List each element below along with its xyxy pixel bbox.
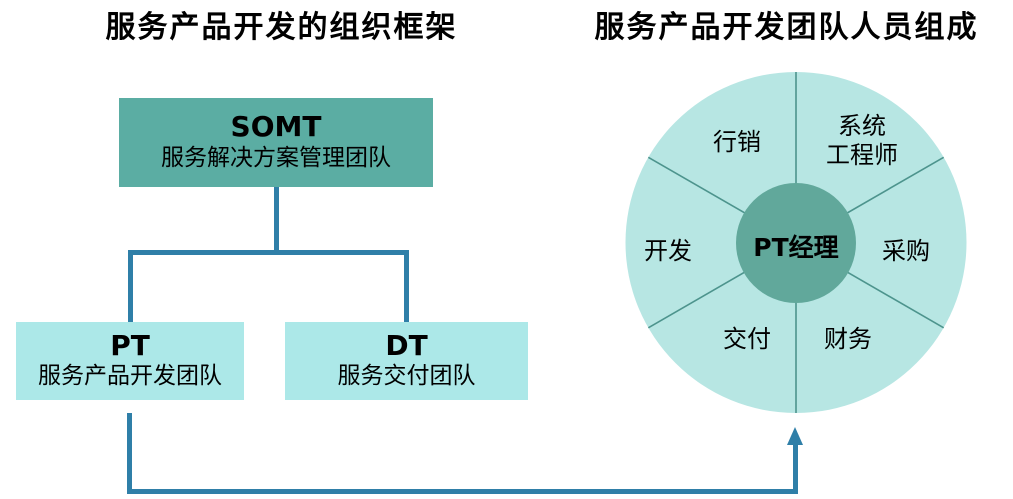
connector-drop-dt xyxy=(404,250,409,322)
dt-acronym: DT xyxy=(385,328,428,362)
pt-acronym: PT xyxy=(110,328,150,362)
sector-label-system-engineer: 系统 工程师 xyxy=(826,112,898,170)
dt-team-name: 服务交付团队 xyxy=(337,363,476,390)
sector-label-delivery: 交付 xyxy=(723,325,771,353)
arrow-segment-up xyxy=(793,443,798,494)
somt-box: SOMT 服务解决方案管理团队 xyxy=(119,98,433,187)
team-wheel xyxy=(625,72,967,413)
sector-label-procurement: 采购 xyxy=(882,237,930,265)
arrow-segment-across xyxy=(127,489,798,494)
somt-acronym: SOMT xyxy=(230,110,322,144)
connector-somt-stub xyxy=(274,187,279,253)
arrow-head-up-icon xyxy=(787,427,803,445)
pt-box: PT 服务产品开发团队 xyxy=(16,322,244,400)
arrow-segment-down xyxy=(127,413,132,494)
right-diagram-title: 服务产品开发团队人员组成 xyxy=(594,10,979,45)
connector-drop-pt xyxy=(128,250,133,322)
left-diagram-title: 服务产品开发的组织框架 xyxy=(105,10,458,45)
sector-label-marketing: 行销 xyxy=(713,128,761,156)
wheel-center-circle xyxy=(736,183,856,303)
pt-team-name: 服务产品开发团队 xyxy=(38,363,222,390)
somt-team-name: 服务解决方案管理团队 xyxy=(161,144,391,171)
wheel-center-label: PT经理 xyxy=(753,233,839,262)
wheel-sector-dividers xyxy=(647,72,945,413)
connector-horizontal-bar xyxy=(128,250,409,255)
sector-label-finance: 财务 xyxy=(824,325,872,353)
dt-box: DT 服务交付团队 xyxy=(285,322,528,400)
sector-label-development: 开发 xyxy=(644,237,692,265)
